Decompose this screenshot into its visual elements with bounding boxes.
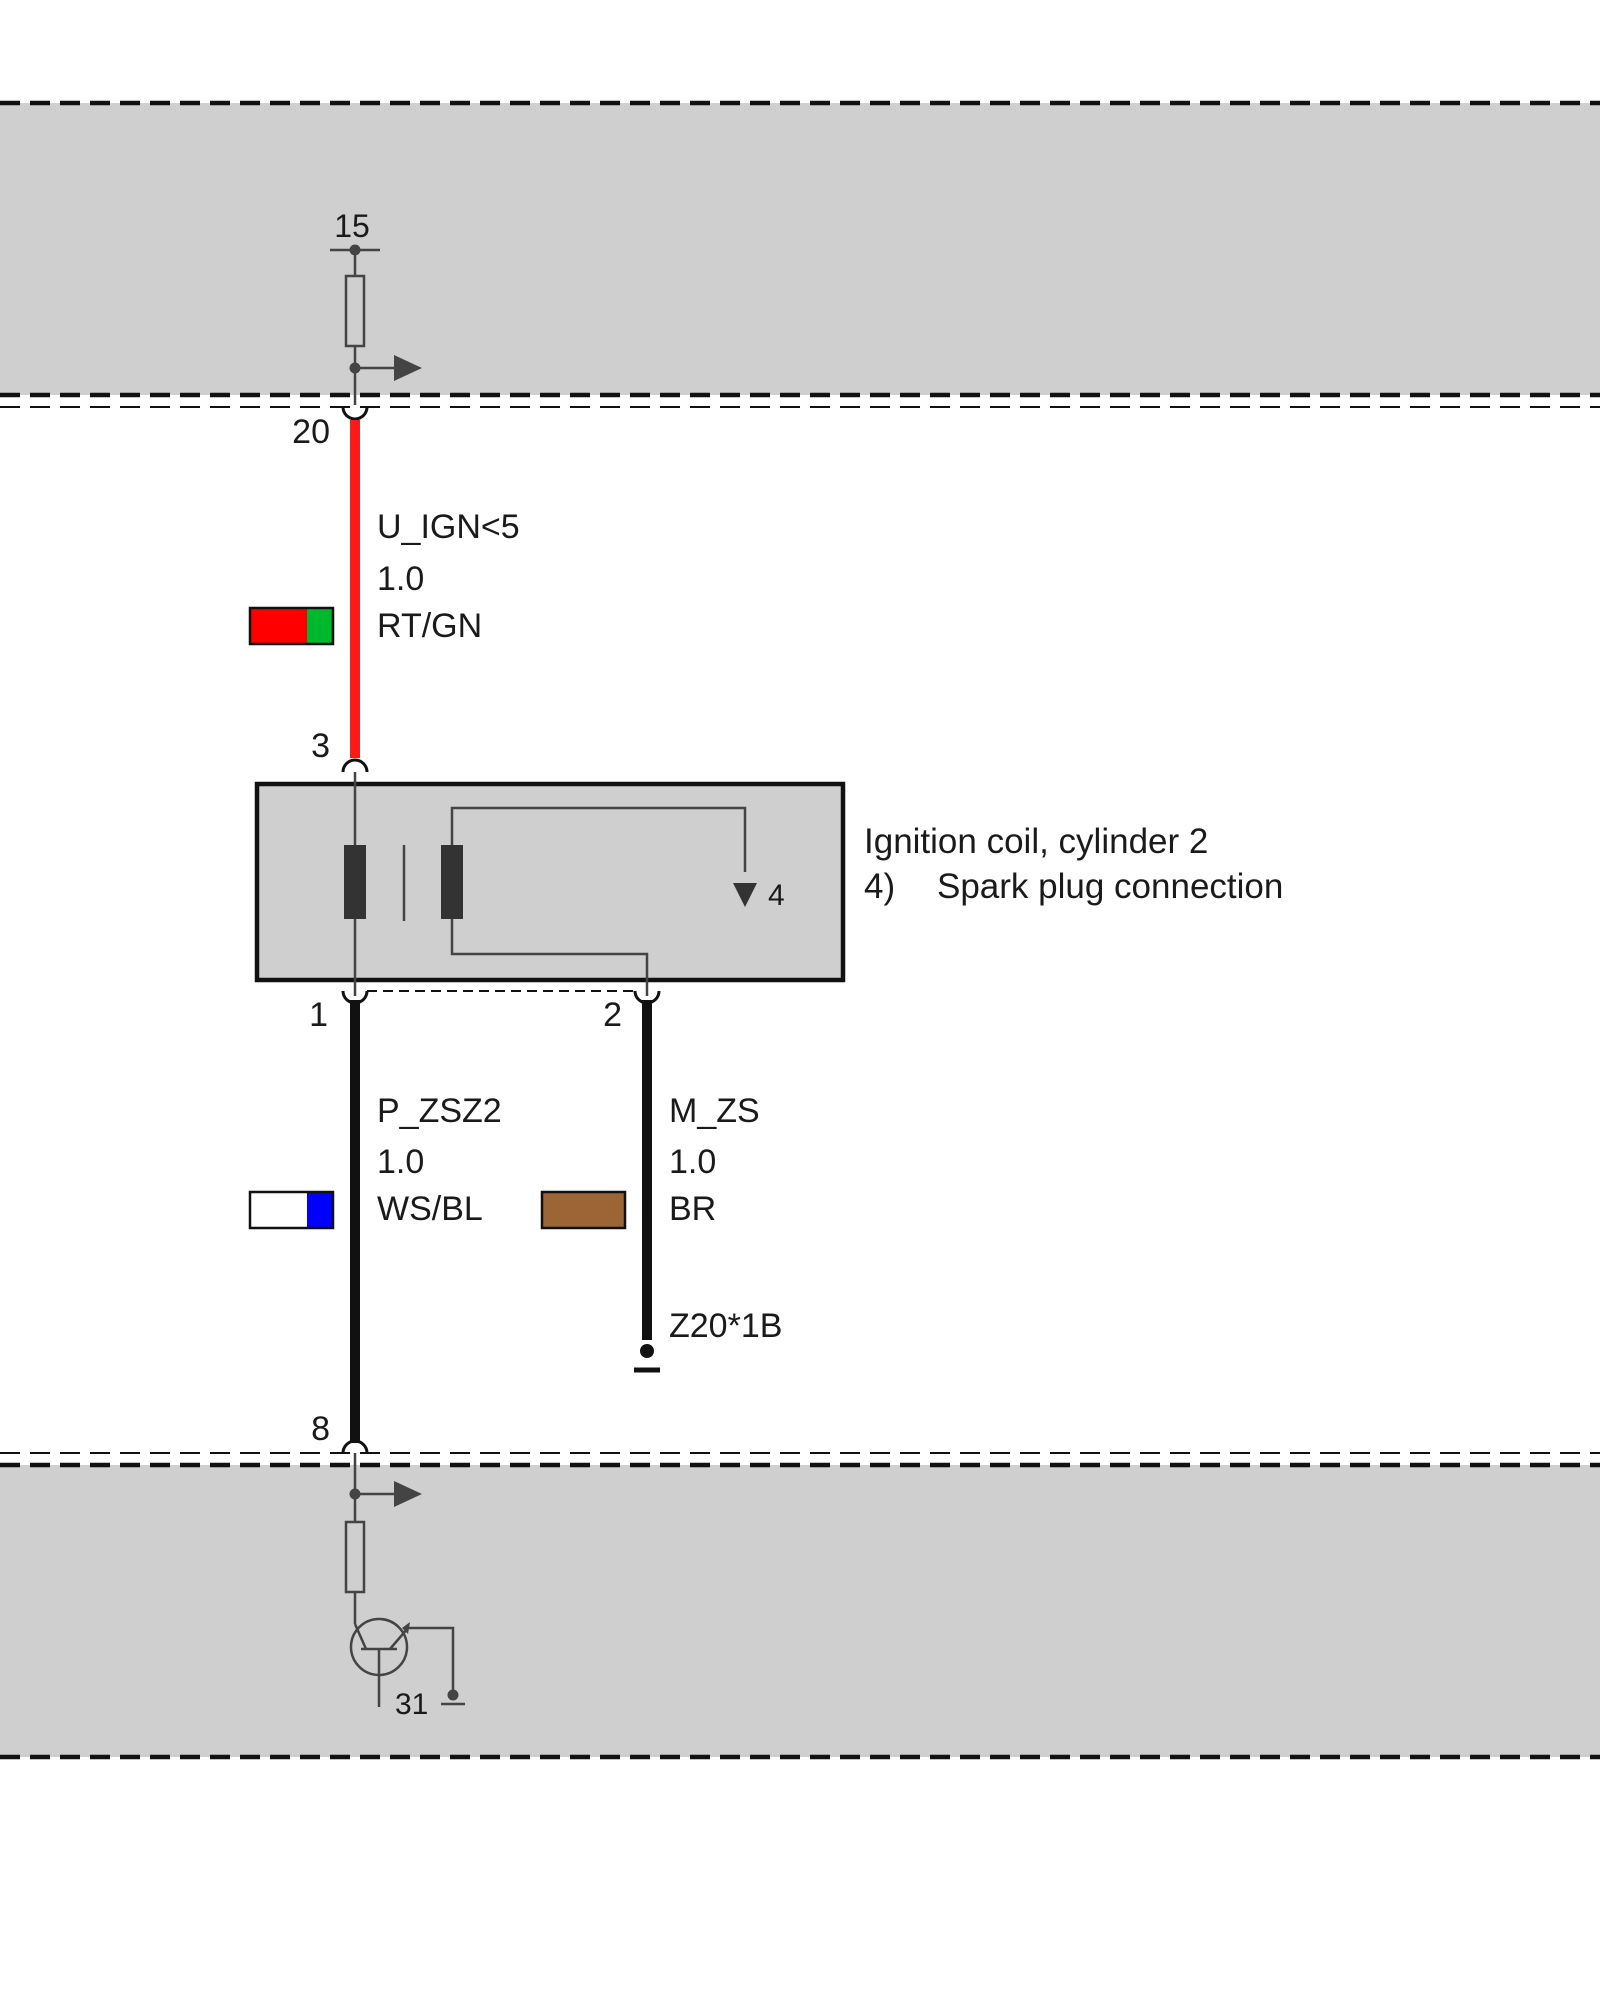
swatch-rtgn-border [248,606,335,646]
transistor-collector [353,1623,368,1650]
secondary-to-pin-2 [450,919,649,996]
primary-winding [344,845,366,919]
pin-20-label: 20 [292,413,330,451]
ground-point-label: Z20*1B [669,1307,782,1345]
wire-upper-color-code: RT/GN [377,607,482,645]
swatch-red [250,608,307,644]
wire-left-gauge: 1.0 [377,1143,424,1181]
pin-8-connector [341,1439,369,1454]
ignition-coil: 3 4 1 2 Ignition coil, cylinder 2 4) Spa… [254,727,1283,1034]
spark-output-arrow-icon [733,883,757,907]
wire-right-gauge: 1.0 [669,1143,716,1181]
pin-3-label: 3 [311,727,330,765]
transistor-icon [349,1617,410,1707]
swatch-blue [307,1192,333,1228]
swatch-wsbl-border [248,1190,335,1230]
pin-1-label: 1 [309,996,328,1034]
pin-4-label: 4 [768,879,785,912]
wire-left-signal: P_ZSZ2 [377,1092,502,1130]
wire-lower-left: P_ZSZ2 1.0 WS/BL [248,1000,502,1443]
wire-lower-right: M_ZS 1.0 BR Z20*1B [540,1000,782,1373]
wire-upper-signal: U_IGN<5 [377,508,520,546]
bottom-module-fill [0,1465,1600,1757]
secondary-winding [441,845,463,919]
wire-right-signal: M_ZS [669,1092,760,1130]
swatch-green [307,608,333,644]
bottom-control-module: 8 31 [0,1410,1600,1760]
pin-3-connector [341,758,369,773]
coil-note-text: Spark plug connection [937,867,1283,906]
swatch-brown [540,1190,627,1230]
coil-title: Ignition coil, cylinder 2 [864,822,1208,861]
ws-bl-color-swatch [248,1190,335,1230]
transistor-emitter [389,1627,409,1650]
wire-upper-gauge: 1.0 [377,560,424,598]
wire-left-color-code: WS/BL [377,1190,483,1228]
ground-31-node [447,1689,459,1701]
top-control-module: 15 20 [0,100,1600,451]
top-signal-arrow-icon [394,355,422,381]
coil-note-number: 4) [864,867,895,906]
pin-2-label: 2 [603,996,622,1034]
pin-20-connector [341,406,369,421]
wire-upper: U_IGN<5 1.0 RT/GN [248,420,520,758]
rt-gn-color-swatch [248,606,335,646]
transistor-emitter-arrow [402,1622,410,1634]
ground-point-node [640,1344,654,1358]
terminal-15-label: 15 [334,208,370,244]
bottom-signal-arrow-icon [394,1481,422,1507]
swatch-white [250,1192,307,1228]
secondary-to-spark [450,806,747,872]
top-module-fill [0,103,1600,395]
wire-right-color-code: BR [669,1190,716,1228]
emitter-to-ground [408,1626,455,1700]
ground-31-label: 31 [395,1688,428,1721]
pin-8-label: 8 [311,1410,330,1448]
